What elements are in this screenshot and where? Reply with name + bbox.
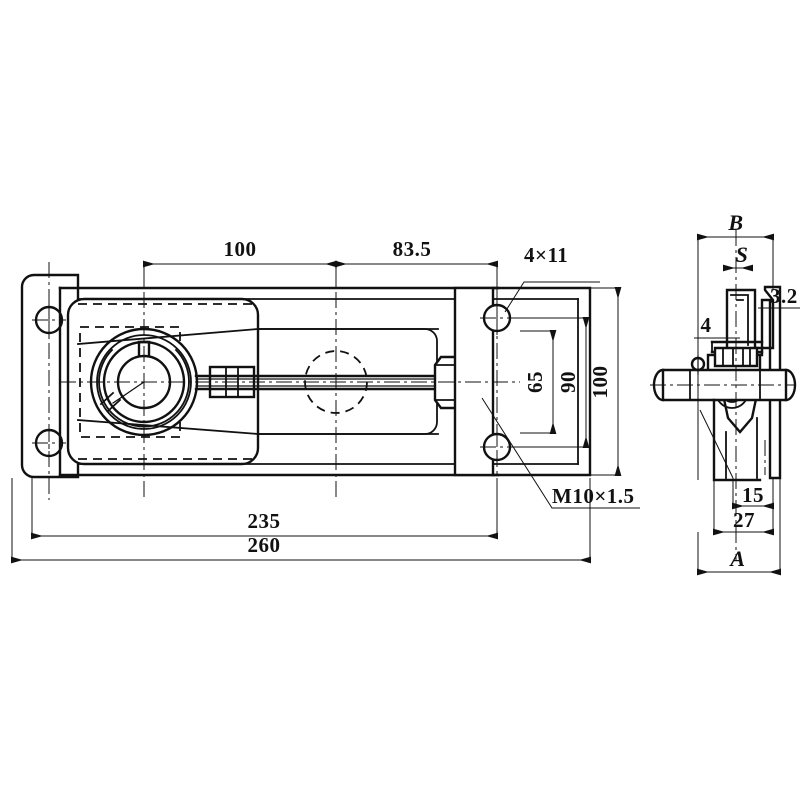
callout-hole-4x11: 4×11 [504,243,600,313]
callout-side-3-2: 3.2 [758,284,800,309]
callout-label-4x11: 4×11 [524,243,568,267]
callout-side-4: 4 [694,313,740,339]
dim-label-side-B: B [727,210,743,235]
side-view-dimension-set: B S 3.2 4 15 [694,210,800,576]
front-view-dimension-set: 100 83.5 4×11 M10×1.5 [11,237,640,564]
adjusting-threaded-rod [194,374,472,391]
side-locknuts [713,346,759,368]
dim-label-side-S: S [736,242,749,267]
dim-label-side-27: 27 [733,508,755,532]
callout-thread-m10: M10×1.5 [481,397,640,509]
dim-side-A: A [697,478,781,576]
front-elevation-view [20,262,592,510]
dim-label-top-100: 100 [224,237,257,261]
dim-label-side-15: 15 [742,483,764,507]
dim-label-vertical-90: 90 [556,371,580,393]
dim-top-83-5: 83.5 [335,237,498,288]
dim-label-bottom-235: 235 [248,509,281,533]
dim-label-side-A: A [728,546,745,571]
dim-vertical-90: 90 [510,317,590,448]
side-leader-line [699,409,734,479]
dim-label-vertical-100: 100 [588,366,612,399]
front-view-vertical-centerlines [48,262,498,510]
dim-bottom-260: 260 [11,478,591,564]
dim-bottom-235: 235 [31,478,498,540]
dim-vertical-100: 100 [588,287,622,476]
side-elevation-view [650,230,797,560]
dim-vertical-65: 65 [520,330,557,434]
dim-label-bottom-260: 260 [248,533,281,557]
rail-channel-profile [725,285,782,480]
dim-side-27: 27 [713,480,774,536]
dim-side-15: 15 [732,478,774,510]
dim-top-100: 100 [143,237,337,288]
callout-label-4: 4 [701,313,712,337]
callout-label-3-2: 3.2 [770,284,798,308]
dim-side-B: B [697,210,774,480]
dim-label-top-83-5: 83.5 [393,237,432,261]
dim-label-vertical-65: 65 [523,371,547,393]
callout-label-m10: M10×1.5 [552,484,635,508]
dim-side-S: S [723,242,753,272]
